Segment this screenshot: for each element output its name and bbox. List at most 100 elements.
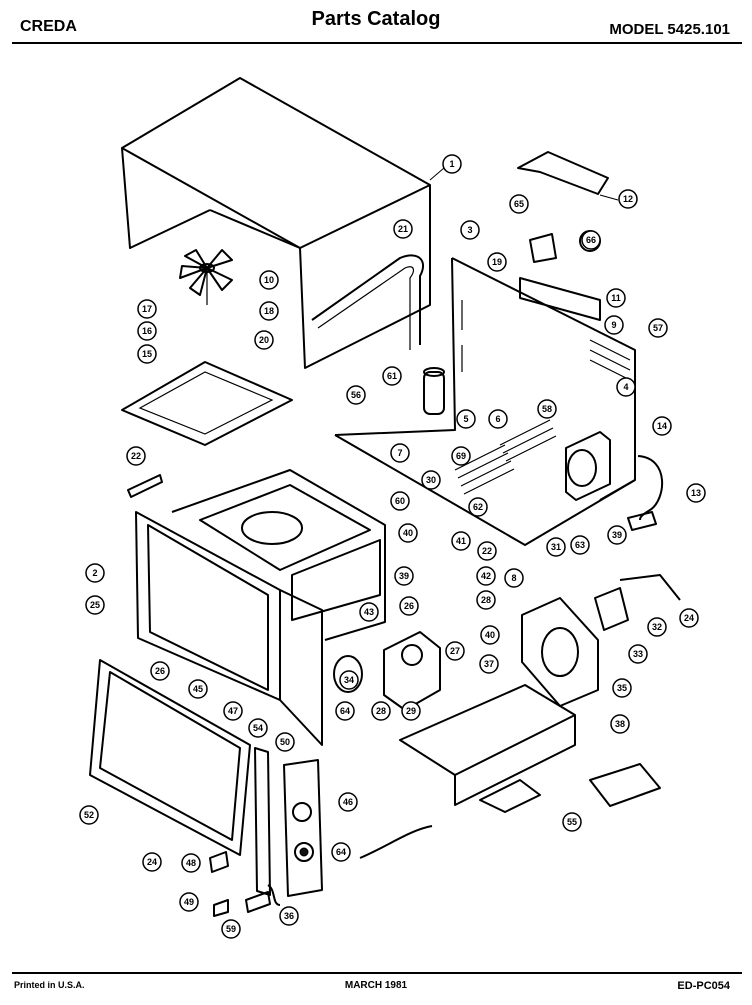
- callout-38: 38: [615, 719, 625, 729]
- spring-38: [267, 884, 281, 906]
- clip-49: [213, 899, 229, 917]
- terminal-block: [589, 763, 661, 807]
- callout-10: 10: [264, 275, 274, 285]
- callout-61: 61: [387, 371, 397, 381]
- callout-40b: 40: [485, 630, 495, 640]
- callout-4: 4: [623, 382, 628, 392]
- callout-22b: 22: [482, 546, 492, 556]
- heat-sinks: [454, 419, 557, 495]
- callout-39b: 39: [399, 571, 409, 581]
- callout-20: 20: [259, 335, 269, 345]
- callout-25: 25: [90, 600, 100, 610]
- capacitor: [423, 367, 445, 415]
- callout-30: 30: [426, 475, 436, 485]
- callout-64b: 64: [336, 847, 346, 857]
- callout-58: 58: [542, 404, 552, 414]
- interlock-switch: [594, 587, 629, 631]
- callout-bubbles: 1 12 65 21 3 66 19 11 10 17 18 16 15 20 …: [79, 154, 706, 939]
- rear-panel: [334, 257, 636, 546]
- callout-47: 47: [228, 706, 238, 716]
- callout-43: 43: [364, 607, 374, 617]
- latch-part: [127, 474, 163, 498]
- callout-29: 29: [406, 706, 416, 716]
- callout-37: 37: [484, 659, 494, 669]
- callout-64: 64: [340, 706, 350, 716]
- callout-13: 13: [691, 488, 701, 498]
- callout-24: 24: [684, 613, 694, 623]
- callout-18: 18: [264, 306, 274, 316]
- callout-32: 32: [652, 622, 662, 632]
- callout-16: 16: [142, 326, 152, 336]
- callout-62: 62: [473, 502, 483, 512]
- callout-65: 65: [514, 199, 524, 209]
- callout-5: 5: [463, 414, 468, 424]
- callout-34: 34: [344, 675, 354, 685]
- callout-52: 52: [84, 810, 94, 820]
- callout-3: 3: [467, 225, 472, 235]
- callout-26: 26: [404, 601, 414, 611]
- power-plug: [627, 511, 657, 531]
- callout-24b: 24: [147, 857, 157, 867]
- callout-12: 12: [623, 194, 633, 204]
- callout-1: 1: [449, 159, 454, 169]
- electrical-box: [399, 684, 576, 813]
- callout-31: 31: [551, 542, 561, 552]
- callout-39: 39: [612, 530, 622, 540]
- callout-49: 49: [184, 897, 194, 907]
- callout-54: 54: [253, 723, 263, 733]
- callout-28: 28: [481, 595, 491, 605]
- callout-17: 17: [142, 304, 152, 314]
- callout-14: 14: [657, 421, 667, 431]
- callout-41: 41: [456, 536, 466, 546]
- hinge-48: [209, 851, 229, 873]
- model-number: MODEL 5425.101: [609, 21, 730, 38]
- door-trim-strip: [254, 747, 271, 896]
- callout-19: 19: [492, 257, 502, 267]
- outer-cabinet: [121, 77, 431, 369]
- bracket-24: [619, 574, 681, 601]
- callout-66: 66: [586, 235, 596, 245]
- cavity-tray: [121, 361, 293, 446]
- callout-27: 27: [450, 646, 460, 656]
- door-frame: [89, 659, 251, 856]
- callout-15: 15: [142, 349, 152, 359]
- latch-59: [245, 891, 271, 913]
- callout-21: 21: [398, 224, 408, 234]
- callout-28b: 28: [376, 706, 386, 716]
- callout-40: 40: [403, 528, 413, 538]
- page-title: Parts Catalog: [311, 8, 441, 30]
- callout-26b: 26: [155, 666, 165, 676]
- callout-22: 22: [131, 451, 141, 461]
- fuse-holder-65: [529, 233, 557, 263]
- callout-48: 48: [186, 858, 196, 868]
- callout-46: 46: [343, 797, 353, 807]
- footer-rule: [12, 972, 742, 974]
- stirrer-fan: [179, 249, 233, 305]
- brand-name: CREDA: [20, 18, 77, 35]
- callout-57: 57: [653, 323, 663, 333]
- callout-36: 36: [284, 911, 294, 921]
- printed-note: Printed in U.S.A.: [14, 980, 85, 990]
- header-rule: [12, 42, 742, 44]
- control-panel: [283, 759, 323, 897]
- callout-6: 6: [495, 414, 500, 424]
- power-cord: [637, 455, 663, 521]
- print-date: MARCH 1981: [344, 980, 408, 991]
- callout-9: 9: [611, 320, 616, 330]
- bracket-12: [517, 151, 609, 195]
- callout-42: 42: [481, 571, 491, 581]
- callout-56: 56: [351, 390, 361, 400]
- callout-2: 2: [92, 568, 97, 578]
- callout-7: 7: [397, 448, 402, 458]
- callout-55: 55: [567, 817, 577, 827]
- oven-cavity: [135, 469, 386, 746]
- callout-8: 8: [511, 573, 516, 583]
- callout-63: 63: [575, 540, 585, 550]
- magnetron: [383, 631, 441, 711]
- callout-33: 33: [633, 649, 643, 659]
- fan-shroud: [521, 597, 599, 707]
- transformer: [565, 431, 611, 501]
- motor: [333, 655, 363, 693]
- callout-11: 11: [611, 293, 621, 303]
